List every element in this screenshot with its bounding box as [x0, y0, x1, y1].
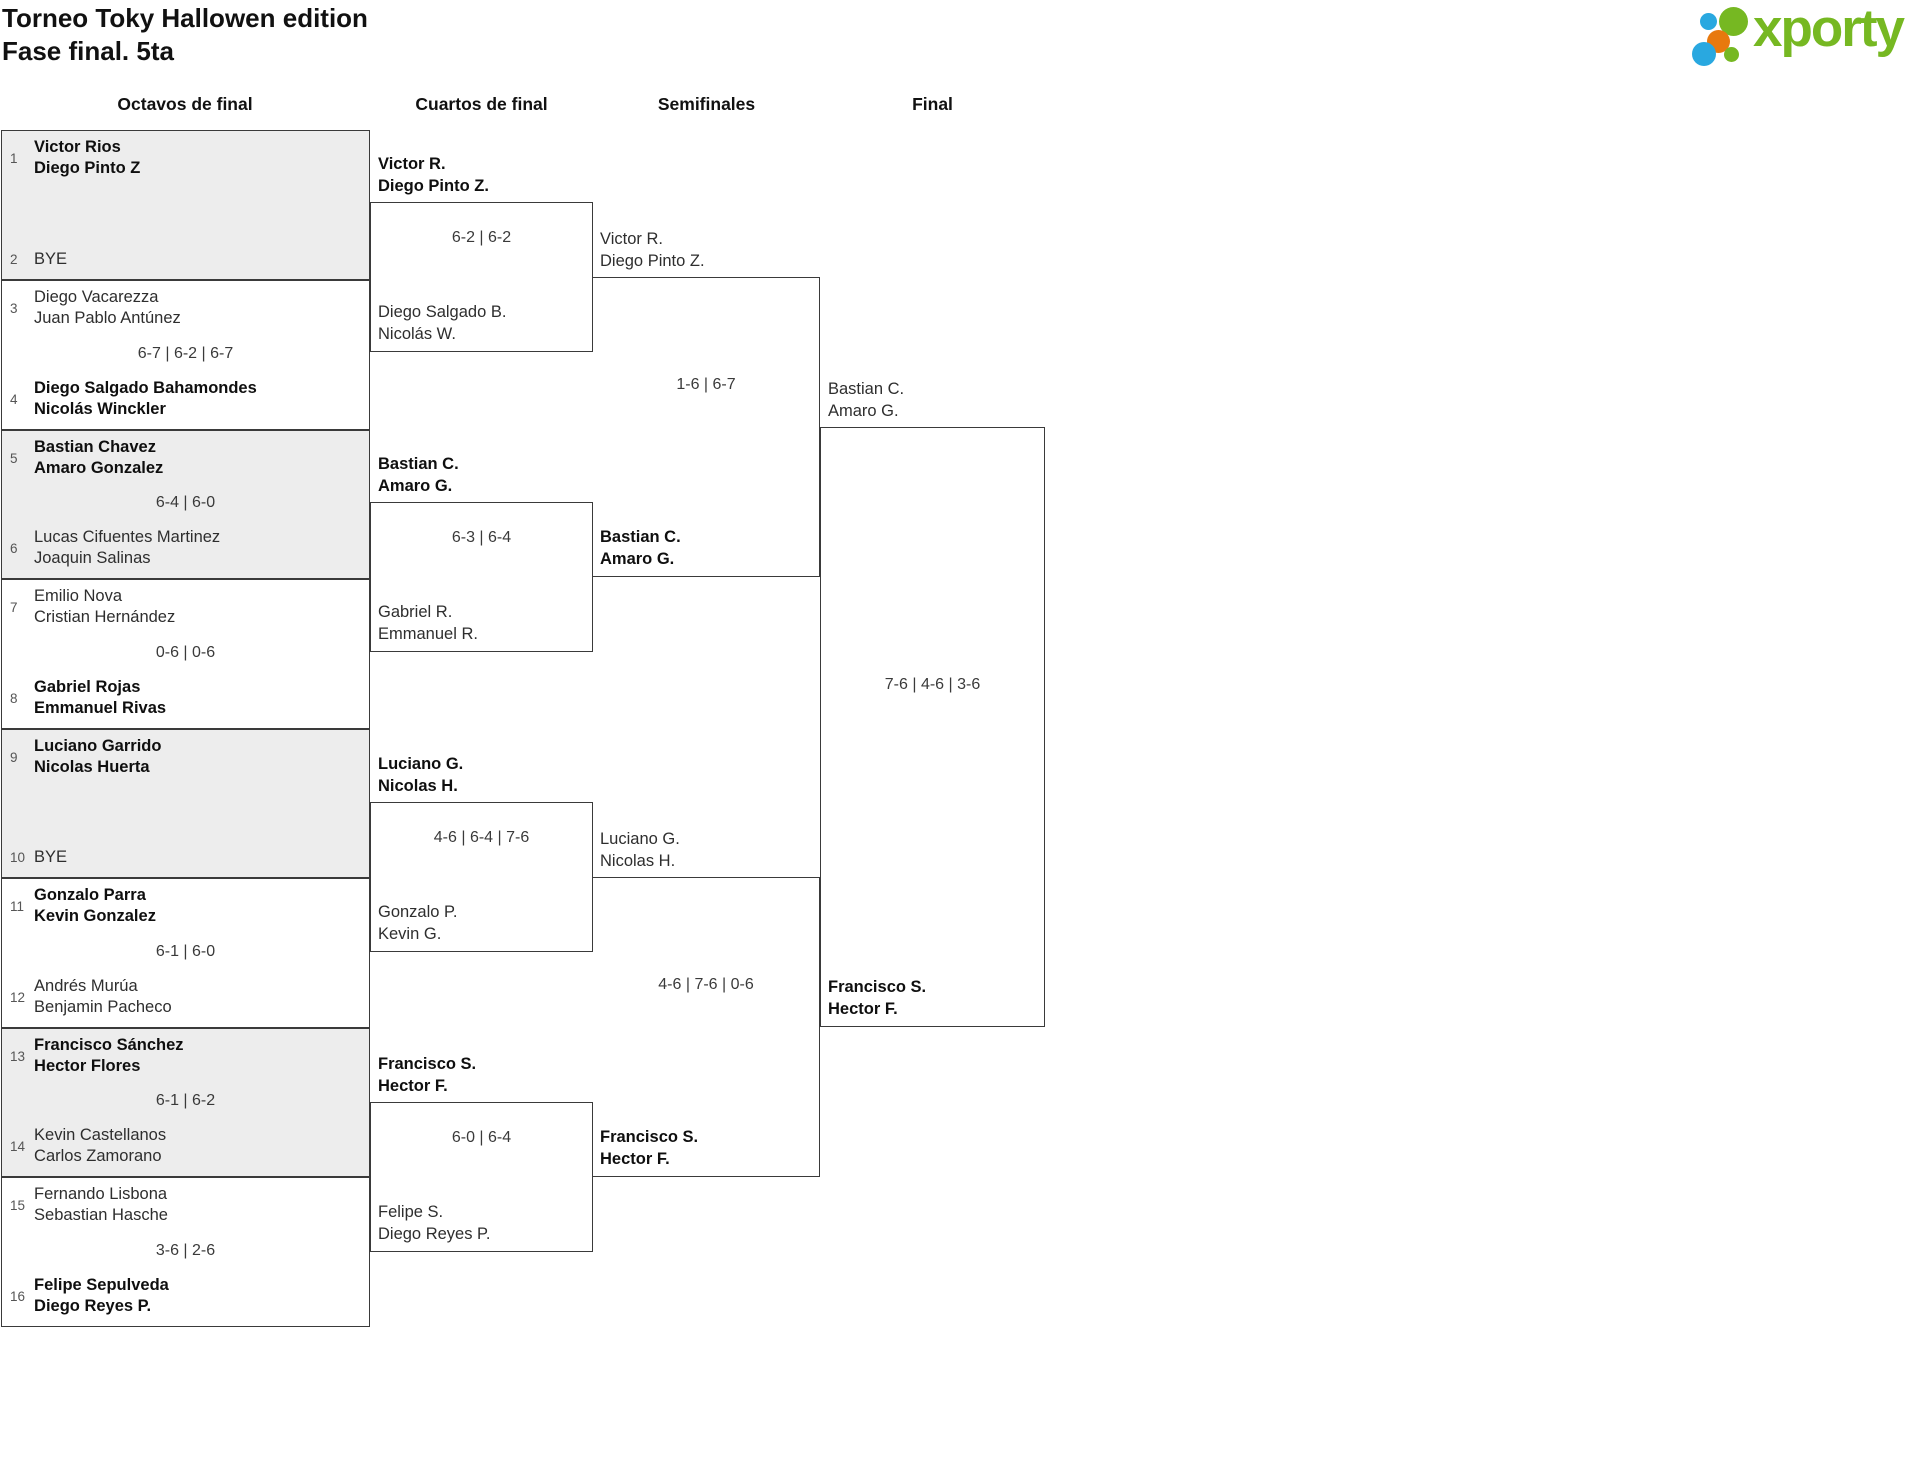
match-score: 3-6 | 2-6 — [155, 1241, 216, 1259]
phase-name: Fase final. 5ta — [2, 36, 174, 66]
seed-number: 16 — [10, 1288, 26, 1304]
quarterfinal-match-2: Bastian C.Amaro G. 6-3 | 6-4 Gabriel R.E… — [370, 455, 593, 652]
match-score: 6-3 | 6-4 — [451, 529, 512, 546]
team-names: Bastian C.Amaro G. — [600, 528, 681, 568]
match-score: 6-1 | 6-2 — [155, 1092, 216, 1109]
team-names: Francisco S.Hector F. — [378, 1055, 477, 1095]
team-names: Luciano G.Nicolas H. — [378, 755, 464, 795]
round-header-final: Final — [912, 94, 953, 114]
seed-number: 13 — [10, 1048, 26, 1064]
match-score: 6-0 | 6-4 — [451, 1129, 512, 1146]
match-score — [10, 804, 361, 822]
round-header-semifinales: Semifinales — [657, 94, 756, 114]
seed-number: 12 — [10, 989, 26, 1005]
seed-number: 15 — [10, 1197, 26, 1213]
team-names: Victor R.Diego Pinto Z. — [600, 230, 705, 270]
seed-number: 6 — [10, 540, 18, 556]
team-names: Bastian C.Amaro G. — [378, 455, 459, 495]
match-score: 6-2 | 6-2 — [451, 229, 512, 246]
team-names: Luciano G.Nicolas H. — [600, 830, 680, 870]
final-match: Bastian C.Amaro G. 7-6 | 4-6 | 3-6 Franc… — [820, 380, 1045, 1027]
team-names: BYE — [34, 250, 68, 268]
team-names: Victor R.Diego Pinto Z. — [378, 155, 489, 195]
team-names: Francisco S.Hector F. — [828, 978, 927, 1018]
semifinal-match-2: Luciano G.Nicolas H. 4-6 | 7-6 | 0-6 Fra… — [593, 830, 820, 1177]
team-names: Bastian C.Amaro G. — [828, 380, 905, 420]
seed-number: 4 — [10, 391, 18, 407]
quarterfinal-match-1: Victor R.Diego Pinto Z. 6-2 | 6-2 Diego … — [370, 155, 593, 352]
match-score: 0-6 | 0-6 — [155, 643, 216, 661]
round-header-cuartos: Cuartos de final — [415, 94, 548, 114]
tournament-name: Torneo Toky Hallowen edition — [2, 3, 368, 33]
seed-number: 7 — [10, 599, 18, 615]
xporty-logo-text: xporty — [1753, 0, 1905, 58]
seed-number: 14 — [10, 1138, 26, 1154]
team-names: Diego Salgado B.Nicolás W. — [378, 303, 507, 343]
match-score: 4-6 | 6-4 | 7-6 — [433, 829, 530, 846]
quarterfinal-match-4: Francisco S.Hector F. 6-0 | 6-4 Felipe S… — [370, 1055, 593, 1252]
match-score: 1-6 | 6-7 — [676, 376, 736, 393]
match-score: 7-6 | 4-6 | 3-6 — [884, 676, 981, 693]
team-names: BYE — [34, 848, 68, 866]
match-score: 4-6 | 7-6 | 0-6 — [658, 976, 754, 993]
team-names: Gonzalo P.Kevin G. — [378, 903, 458, 943]
page-title: Torneo Toky Hallowen edition Fase final.… — [2, 2, 368, 68]
team-names: Felipe S.Diego Reyes P. — [378, 1203, 491, 1243]
seed-number: 1 — [10, 150, 18, 166]
match-score: 6-7 | 6-2 | 6-7 — [137, 344, 234, 362]
seed-number: 2 — [10, 252, 18, 267]
xporty-logo[interactable]: xporty — [1690, 0, 1920, 76]
match-score: 6-4 | 6-0 — [155, 494, 216, 511]
match-score: 6-1 | 6-0 — [155, 942, 216, 960]
team-names: Gabriel R.Emmanuel R. — [378, 603, 478, 643]
seed-number: 3 — [10, 300, 18, 316]
round-header-octavos: Octavos de final — [117, 94, 253, 114]
semifinal-match-1: Victor R.Diego Pinto Z. 1-6 | 6-7 Bastia… — [593, 230, 820, 577]
match-score — [10, 205, 361, 223]
seed-number: 8 — [10, 690, 18, 706]
seed-number: 11 — [10, 898, 25, 914]
seed-number: 5 — [10, 450, 18, 466]
seed-number: 10 — [10, 850, 26, 865]
quarterfinal-match-3: Luciano G.Nicolas H. 4-6 | 6-4 | 7-6 Gon… — [370, 755, 593, 952]
seed-number: 9 — [10, 749, 18, 765]
team-names: Francisco S.Hector F. — [600, 1128, 699, 1168]
